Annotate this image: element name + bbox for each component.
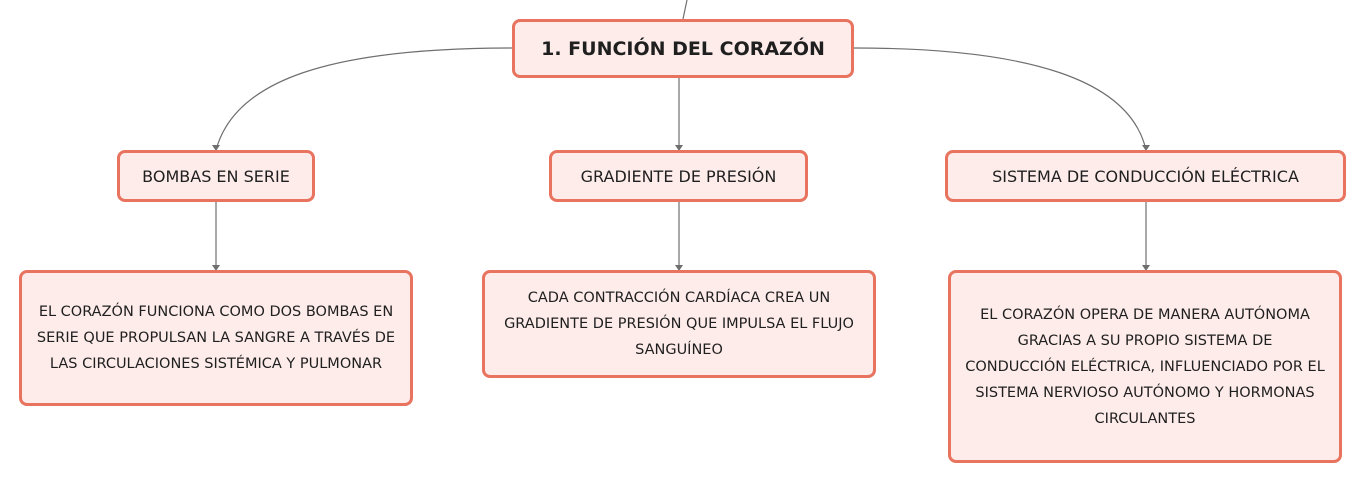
detail-bombas-en-serie[interactable]: EL CORAZÓN FUNCIONA COMO DOS BOMBAS EN S… [19,270,413,406]
root-topic-label: 1. FUNCIÓN DEL CORAZÓN [541,37,825,60]
topic-sistema-de-conduccion-electrica[interactable]: SISTEMA DE CONDUCCIÓN ELÉCTRICA [945,150,1346,202]
detail-text: EL CORAZÓN FUNCIONA COMO DOS BOMBAS EN S… [36,304,396,372]
arrow-bombas [212,145,220,151]
detail-text: EL CORAZÓN OPERA DE MANERA AUTÓNOMA GRAC… [965,306,1325,427]
arrow-sistema-detail [1142,265,1150,271]
connector-parent-to-root [682,0,688,20]
arrow-gradiente-detail [675,265,683,271]
topic-label: SISTEMA DE CONDUCCIÓN ELÉCTRICA [992,166,1299,186]
arrow-gradiente [675,145,683,151]
connector-root-to-bombas [215,47,513,151]
topic-label: BOMBAS EN SERIE [142,166,290,186]
topic-bombas-en-serie[interactable]: BOMBAS EN SERIE [117,150,315,202]
topic-gradiente-de-presion[interactable]: GRADIENTE DE PRESIÓN [549,150,808,202]
detail-text: CADA CONTRACCIÓN CARDÍACA CREA UN GRADIE… [504,290,854,358]
detail-gradiente-de-presion[interactable]: CADA CONTRACCIÓN CARDÍACA CREA UN GRADIE… [482,270,876,378]
detail-sistema-de-conduccion[interactable]: EL CORAZÓN OPERA DE MANERA AUTÓNOMA GRAC… [948,270,1342,463]
arrow-sistema [1142,145,1150,151]
topic-label: GRADIENTE DE PRESIÓN [580,166,777,186]
arrow-bombas-detail [212,265,220,271]
connector-root-to-sistema [853,47,1147,151]
root-topic-node[interactable]: 1. FUNCIÓN DEL CORAZÓN [512,19,854,78]
